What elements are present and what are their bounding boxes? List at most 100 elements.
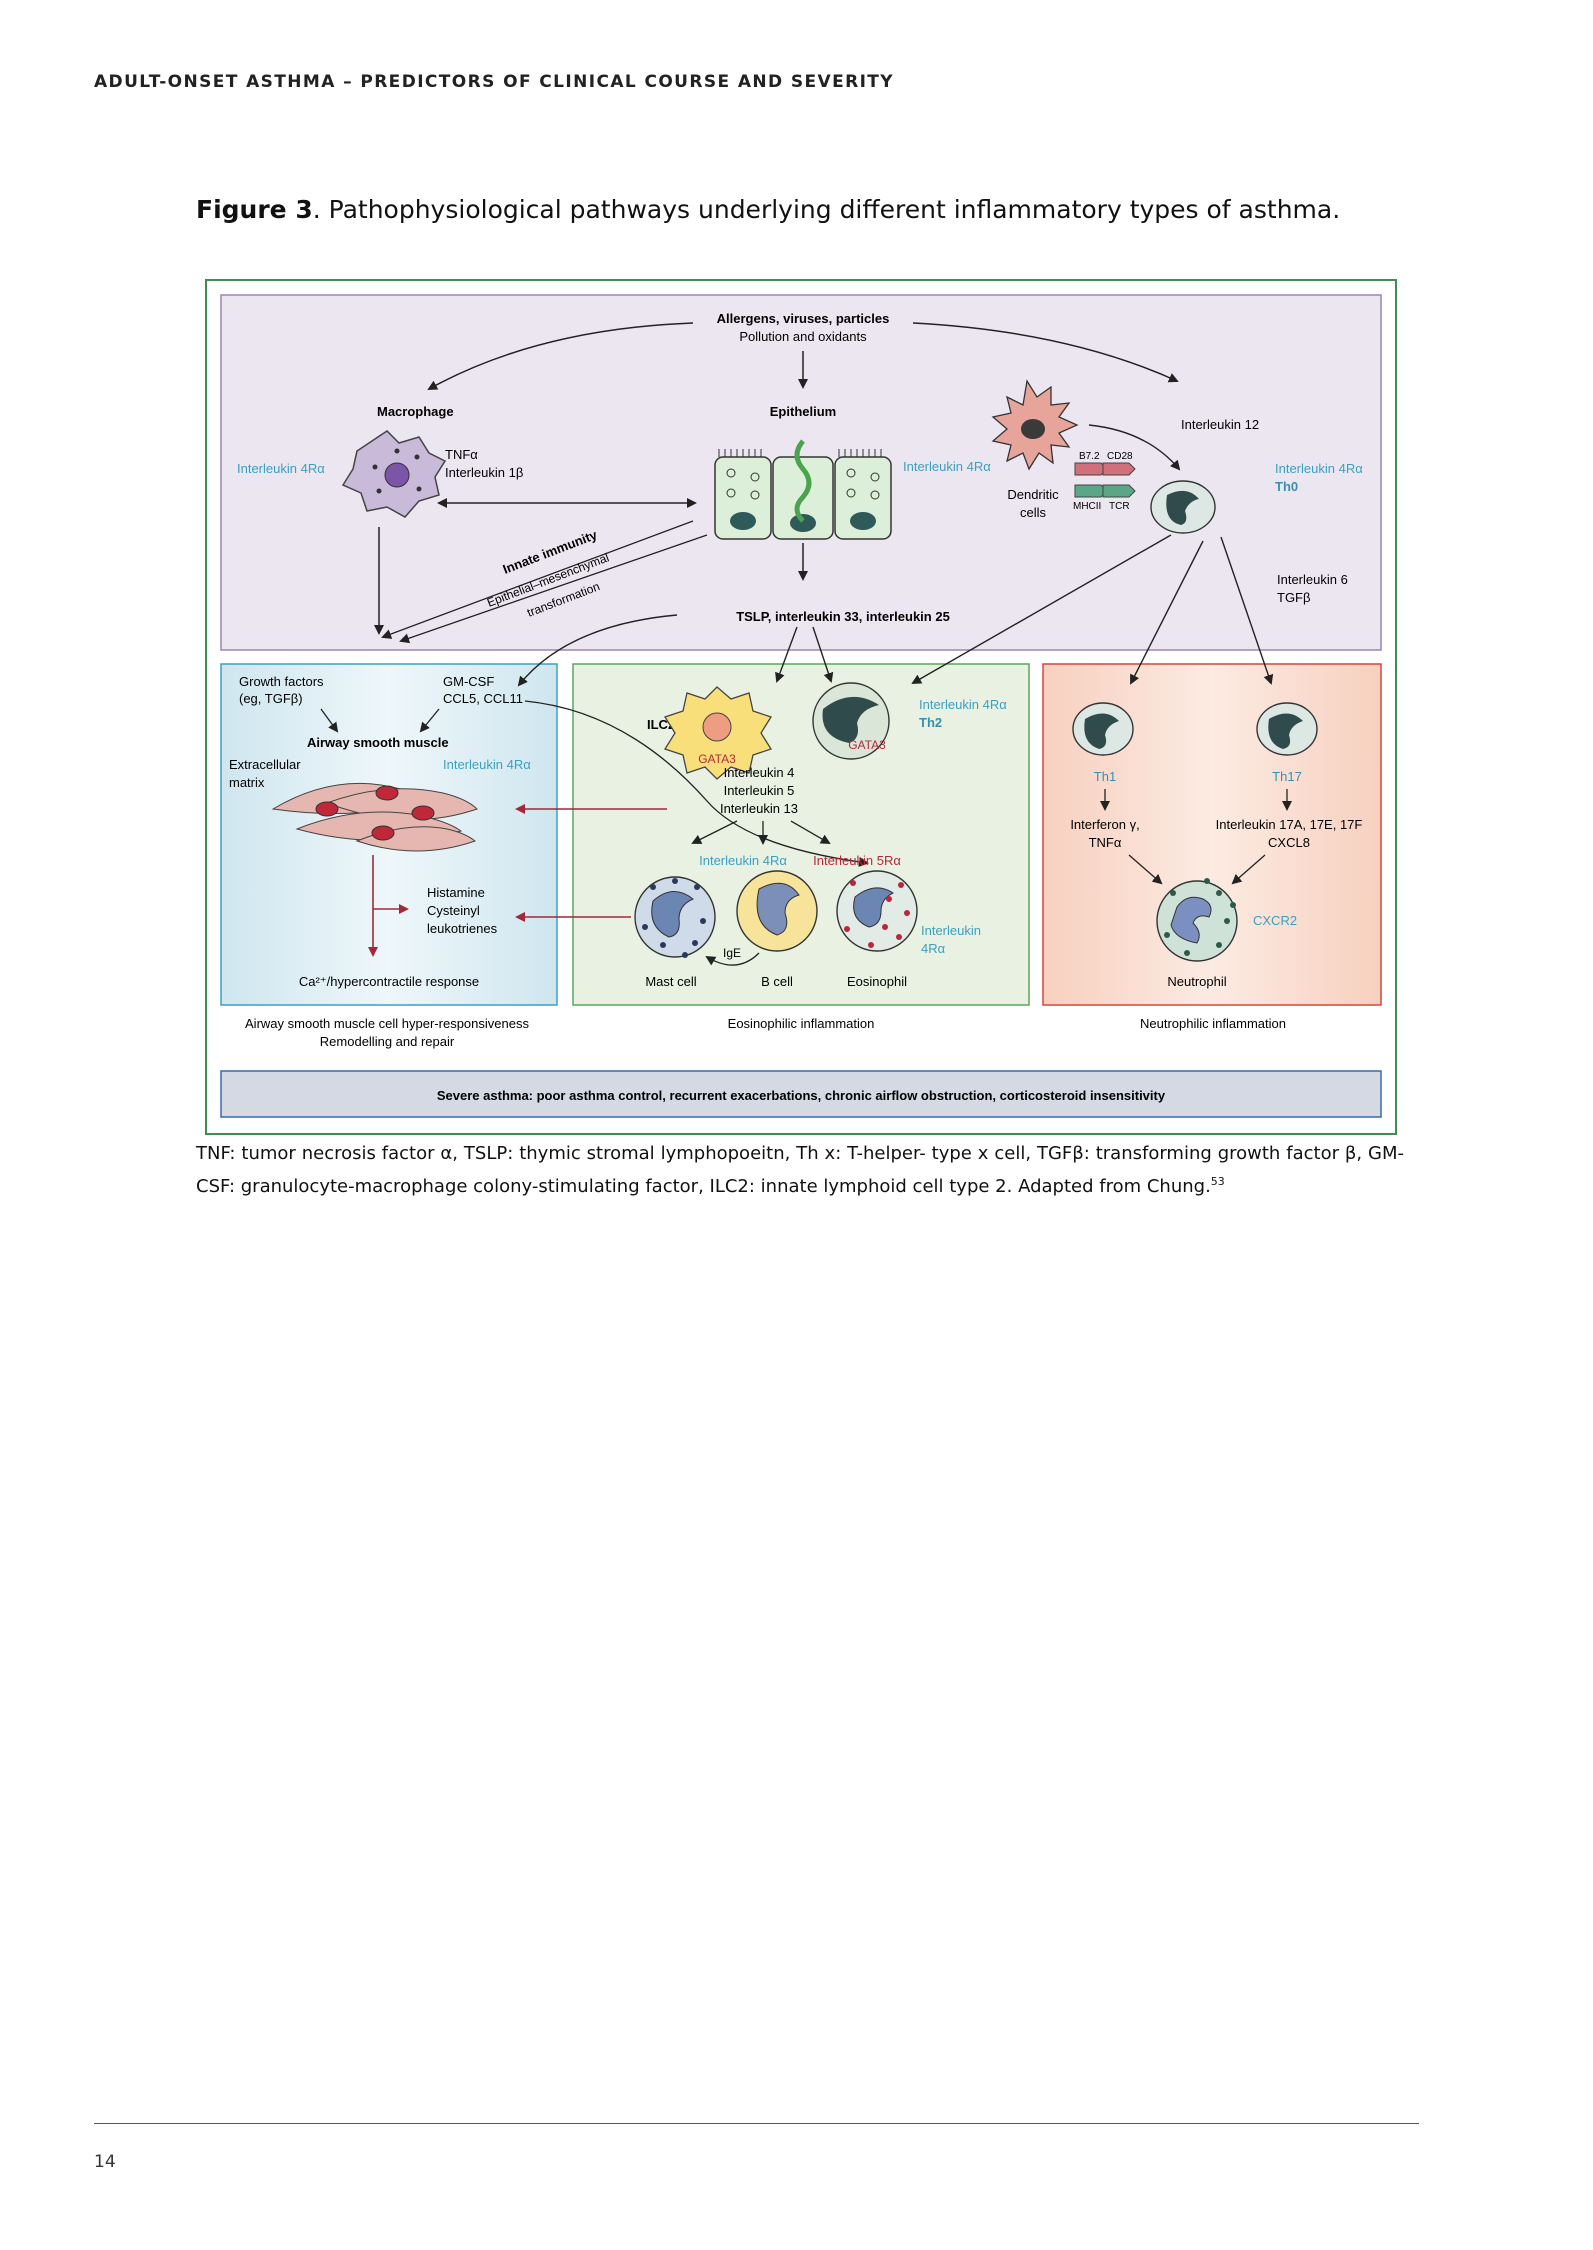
- arrow-trigger-macrophage: [427, 322, 694, 390]
- ilc2-cell-icon: [664, 686, 772, 780]
- footnote-text: TNF: tumor necrosis factor α, TSLP: thym…: [196, 1143, 1404, 1197]
- th0-receptor: Interleukin 4Rα: [1275, 461, 1363, 476]
- growth-factors-line1: Growth factors: [239, 674, 324, 689]
- eos-il5ra: Interleukin 5Rα: [813, 853, 901, 868]
- gmcsf-label: GM-CSF: [443, 674, 494, 689]
- arrow-th0-th1: [1130, 540, 1204, 685]
- arrow-gmcsf-asm: [419, 708, 440, 733]
- cytokine-il4: Interleukin 4: [724, 765, 795, 780]
- figure-caption: Figure 3. Pathophysiological pathways un…: [196, 195, 1340, 224]
- mediator-leukotrienes: leukotrienes: [427, 921, 498, 936]
- tslp-label: TSLP, interleukin 33, interleukin 25: [736, 609, 950, 624]
- il6-label: Interleukin 6: [1277, 572, 1348, 587]
- mediator-cysteinyl: Cysteinyl: [427, 903, 480, 918]
- cxcr2-label: CXCR2: [1253, 913, 1297, 928]
- macrophage-cytokine-il1: Interleukin 1β: [445, 465, 523, 480]
- eos-receptor-line1: Interleukin: [921, 923, 981, 938]
- th1-cell-icon: [1072, 702, 1134, 756]
- th2-name: Th2: [919, 715, 942, 730]
- eos-receptor-line2: 4Rα: [921, 941, 946, 956]
- th0-cell-icon: [1150, 480, 1216, 534]
- th17-label: Th17: [1272, 769, 1302, 784]
- arrow-cytokines-eos: [790, 820, 831, 845]
- arrow-tslp-ilc2: [775, 626, 798, 683]
- eosinophilic-panel: [572, 663, 1030, 1006]
- th2-gata3: GATA3: [848, 738, 886, 752]
- ccl-label: CCL5, CCL11: [443, 691, 523, 706]
- epithelium-icon: [714, 439, 892, 540]
- airway-bottom-line1: Airway smooth muscle cell hyper-responsi…: [245, 1016, 529, 1031]
- dendritic-label-line2: cells: [1020, 505, 1047, 520]
- smooth-muscle-cells-icon: [271, 782, 478, 852]
- asm-receptor: Interleukin 4Rα: [443, 757, 531, 772]
- macrophage-title: Macrophage: [377, 404, 454, 419]
- severe-asthma-text: Severe asthma: poor asthma control, recu…: [437, 1088, 1166, 1103]
- figure-caption-text: . Pathophysiological pathways underlying…: [312, 195, 1341, 224]
- macrophage-icon: [341, 430, 447, 518]
- severe-asthma-box: [220, 1070, 1382, 1118]
- arrow-dc-th0: [1088, 424, 1181, 471]
- neutrophilic-bottom: Neutrophilic inflammation: [1140, 1016, 1286, 1031]
- arrow-trigger-il12: [912, 322, 1179, 383]
- neutrophil-icon: [1156, 878, 1238, 962]
- bcell-il4ra: Interleukin 4Rα: [699, 853, 787, 868]
- arrow-growth-asm: [320, 708, 339, 733]
- b-cell-icon: [736, 870, 818, 952]
- th17-cell-icon: [1256, 702, 1318, 756]
- epithelium-receptor: Interleukin 4Rα: [903, 459, 991, 474]
- th2-cell-icon: [812, 682, 890, 760]
- airway-bottom-line2: Remodelling and repair: [320, 1034, 455, 1049]
- arrow-tslp-th2: [812, 626, 834, 683]
- arrow-ige: [705, 952, 760, 966]
- arrow-th0-th17: [1220, 536, 1274, 685]
- ecm-line1: Extracellular: [229, 757, 301, 772]
- running-header: ADULT-ONSET ASTHMA – PREDICTORS OF CLINI…: [94, 72, 895, 92]
- ige-label: IgE: [723, 946, 741, 960]
- epithelium-title: Epithelium: [770, 404, 836, 419]
- eosinophilic-bottom: Eosinophilic inflammation: [728, 1016, 875, 1031]
- tcr-label: TCR: [1109, 501, 1130, 512]
- cytokine-il13: Interleukin 13: [720, 801, 798, 816]
- macrophage-receptor: Interleukin 4Rα: [237, 461, 325, 476]
- macrophage-cytokine-tnf: TNFα: [445, 447, 478, 462]
- arrow-tslp-airway: [517, 614, 678, 687]
- mediator-histamine: Histamine: [427, 885, 485, 900]
- mast-cell-icon: [634, 876, 716, 958]
- ecm-line2: matrix: [229, 775, 265, 790]
- figure-frame: Allergens, viruses, particles Pollution …: [205, 279, 1397, 1135]
- th2-receptor: Interleukin 4Rα: [919, 697, 1007, 712]
- page-number: 14: [94, 2152, 116, 2172]
- eosinophil-label: Eosinophil: [847, 974, 907, 989]
- neutrophil-label: Neutrophil: [1167, 974, 1226, 989]
- th0-name: Th0: [1275, 479, 1298, 494]
- arrow-emt: [399, 534, 708, 644]
- trigger-line1: Allergens, viruses, particles: [717, 311, 890, 326]
- il12-label: Interleukin 12: [1181, 417, 1259, 432]
- il17-label: Interleukin 17A, 17E, 17F: [1216, 817, 1363, 832]
- th1-tnf-label: TNFα: [1089, 835, 1122, 850]
- ca-response: Ca²⁺/hypercontractile response: [299, 974, 479, 989]
- arrow-th1-neutrophil: [1128, 854, 1163, 885]
- arrow-th0-th2: [911, 534, 1172, 684]
- asm-title: Airway smooth muscle: [307, 735, 449, 750]
- tgfb-label: TGFβ: [1277, 590, 1310, 605]
- cxcl8-label: CXCL8: [1268, 835, 1310, 850]
- cd28-label: CD28: [1107, 451, 1133, 462]
- mhcii-label: MHCII: [1073, 501, 1101, 512]
- figure-footnote: TNF: tumor necrosis factor α, TSLP: thym…: [196, 1140, 1404, 1201]
- dendritic-cell-icon: [991, 379, 1079, 471]
- dendritic-label-line1: Dendritic: [1007, 487, 1059, 502]
- eosinophil-icon: [836, 870, 918, 952]
- pathway-diagram: Allergens, viruses, particles Pollution …: [220, 294, 1382, 1118]
- arrow-th17-neutrophil: [1231, 854, 1266, 885]
- cytokine-il5: Interleukin 5: [724, 783, 795, 798]
- arrow-cytokines-mast: [691, 820, 738, 844]
- th1-label: Th1: [1094, 769, 1116, 784]
- ifn-label: Interferon γ,: [1070, 817, 1139, 832]
- growth-factors-line2: (eg, TGFβ): [239, 691, 303, 706]
- footnote-reference: 53: [1210, 1175, 1225, 1188]
- arrow-ccl-eosinophil: [524, 700, 869, 867]
- trigger-line2: Pollution and oxidants: [739, 329, 867, 344]
- ilc2-gata3: GATA3: [698, 752, 736, 766]
- arrow-innate-immunity: [381, 520, 694, 639]
